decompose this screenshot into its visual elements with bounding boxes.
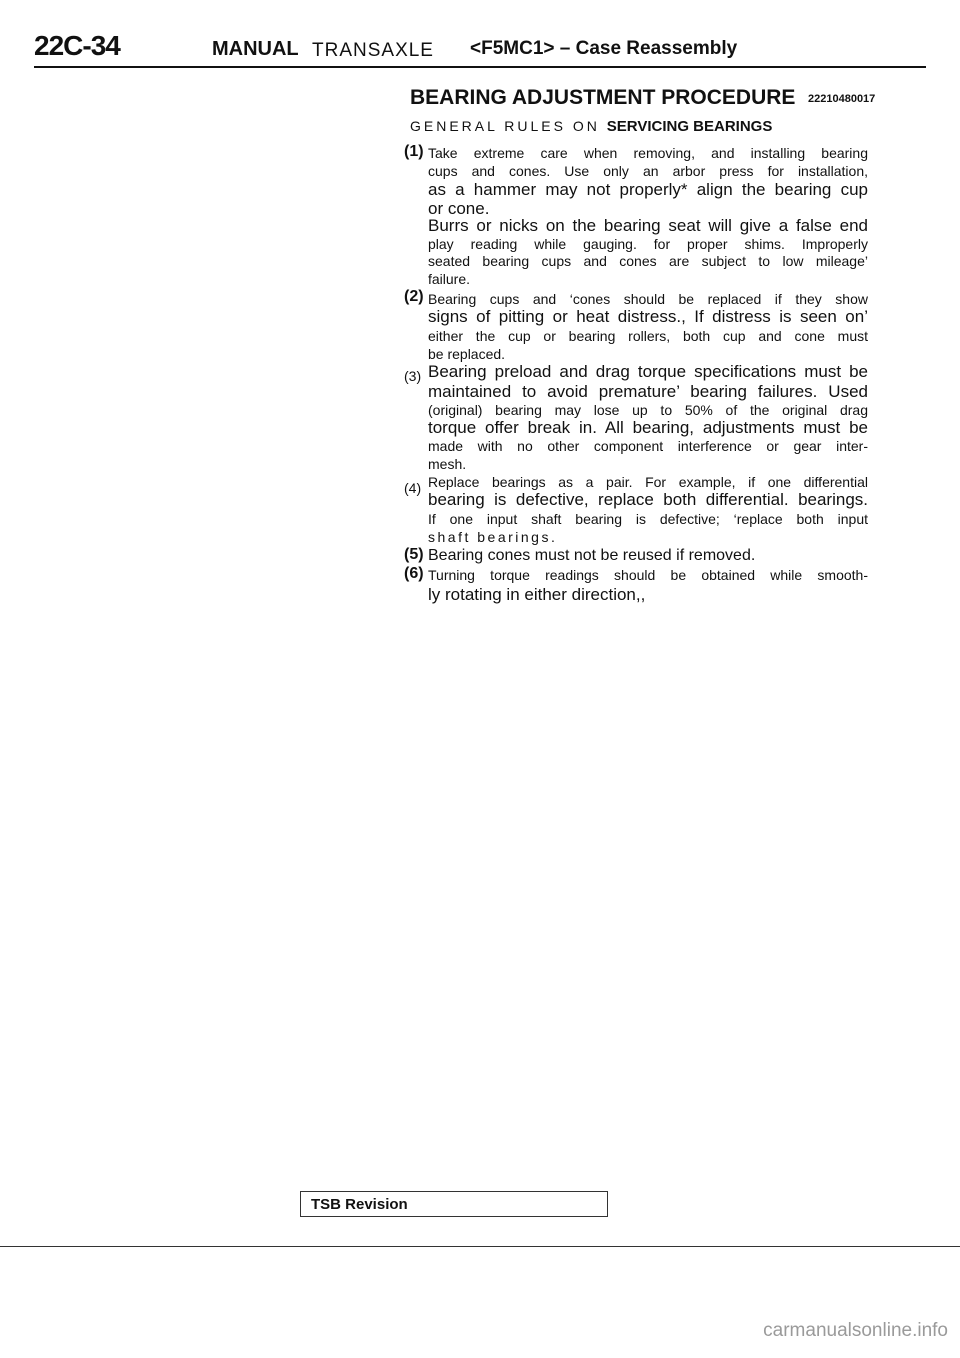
rule-line: cups and cones. Use only an arbor press … bbox=[428, 163, 868, 179]
rule-line: made with no other component interferenc… bbox=[428, 438, 868, 454]
rule-line: If one input shaft bearing is defective;… bbox=[428, 511, 868, 527]
rule-line: shaft bearings. bbox=[428, 529, 558, 545]
section-subtitle: GENERAL RULES ON SERVICING BEARINGS bbox=[410, 118, 772, 135]
header-transaxle: TRANSAXLE bbox=[312, 40, 434, 61]
rule-line: Take extreme care when removing, and ins… bbox=[428, 145, 868, 161]
header-divider bbox=[34, 66, 926, 68]
rule-line: play reading while gauging. for proper s… bbox=[428, 236, 868, 252]
rule-line: Burrs or nicks on the bearing seat will … bbox=[428, 216, 868, 235]
header-manual: MANUAL bbox=[212, 38, 299, 60]
rule-line: as a hammer may not properly* align the … bbox=[428, 180, 868, 199]
rule-line: Bearing cones must not be reused if remo… bbox=[428, 547, 756, 564]
rule-line: ly rotating in either direction,, bbox=[428, 585, 646, 604]
rule-number: (5) bbox=[404, 546, 424, 563]
footer-divider bbox=[0, 1246, 960, 1247]
subtitle-bold: SERVICING BEARINGS bbox=[606, 118, 773, 135]
rule-line: failure. bbox=[428, 271, 471, 287]
rule-number: (1) bbox=[404, 143, 424, 160]
tsb-revision-label: TSB Revision bbox=[311, 1196, 408, 1213]
watermark: carmanualsonline.info bbox=[763, 1320, 948, 1341]
rule-number: (3) bbox=[404, 368, 422, 384]
section-code: 22210480017 bbox=[808, 93, 876, 105]
rule-line: signs of pitting or heat distress., If d… bbox=[428, 307, 868, 326]
tsb-revision-box: TSB Revision bbox=[300, 1191, 608, 1217]
rule-line: Bearing preload and drag torque specific… bbox=[428, 362, 868, 381]
rule-line: either the cup or bearing rollers, both … bbox=[428, 328, 868, 344]
rule-line: Turning torque readings should be obtain… bbox=[428, 567, 868, 583]
rule-line: maintained to avoid premature’ bearing f… bbox=[428, 382, 868, 401]
section-title: BEARING ADJUSTMENT PROCEDURE bbox=[410, 86, 796, 109]
header-section-name: <F5MC1> – Case Reassembly bbox=[470, 38, 738, 59]
rule-line: Bearing cups and ‘cones should be replac… bbox=[428, 291, 868, 307]
rule-line: seated bearing cups and cones are subjec… bbox=[428, 253, 868, 269]
rule-number: (2) bbox=[404, 288, 424, 305]
rule-number: (6) bbox=[404, 565, 424, 582]
subtitle-prefix: GENERAL RULES ON bbox=[410, 118, 600, 134]
rule-line: mesh. bbox=[428, 456, 467, 472]
page-number: 22C-34 bbox=[34, 30, 121, 61]
rule-line: Replace bearings as a pair. For example,… bbox=[428, 474, 868, 490]
rule-line: (original) bearing may lose up to 50% of… bbox=[428, 402, 868, 418]
rule-line: bearing is defective, replace both diffe… bbox=[428, 490, 868, 509]
rule-line: be replaced. bbox=[428, 346, 506, 362]
rule-line: or cone. bbox=[428, 199, 490, 218]
rule-number: (4) bbox=[404, 480, 422, 496]
rule-line: torque offer break in. All bearing, adju… bbox=[428, 418, 868, 437]
